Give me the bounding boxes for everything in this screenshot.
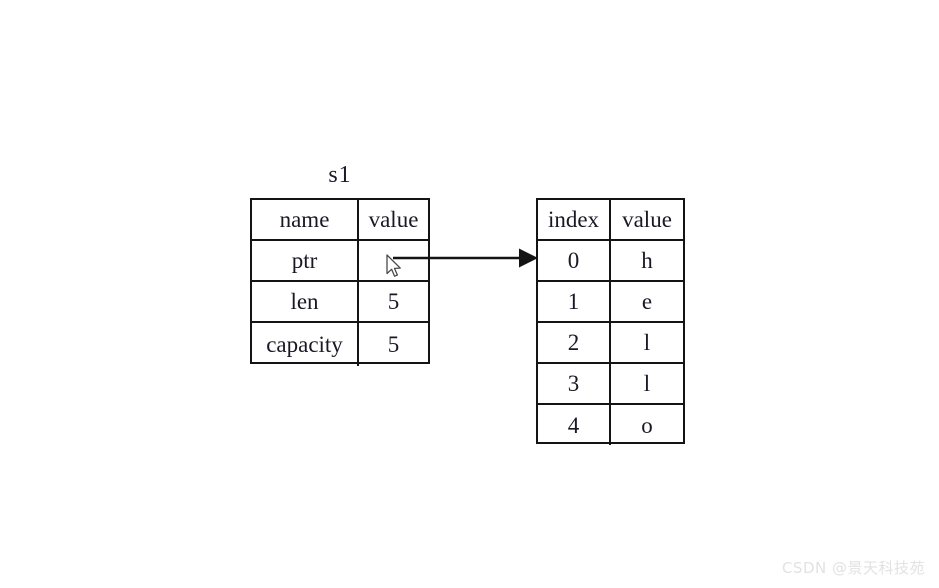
- struct-field-name-ptr: ptr: [252, 241, 359, 280]
- heap-header-row: index value: [538, 200, 683, 241]
- struct-field-name-len: len: [252, 282, 359, 321]
- heap-row-4: 4 o: [538, 405, 683, 445]
- heap-value-2: l: [643, 330, 651, 355]
- struct-label: s1: [328, 162, 352, 188]
- struct-row-ptr: ptr: [252, 241, 428, 282]
- struct-field-value-ptr: [359, 241, 428, 280]
- struct-header-value: value: [368, 207, 419, 232]
- heap-header-index: index: [538, 200, 611, 239]
- heap-header-value: value: [622, 207, 672, 232]
- heap-index-2: 2: [538, 323, 611, 362]
- struct-field-name-capacity: capacity: [252, 323, 359, 366]
- heap-table: index value 0 h 1 e 2 l 3 l 4 o: [536, 198, 685, 445]
- struct-header-row: name value: [252, 200, 428, 241]
- struct-table: name value ptr len 5 capacity 5: [250, 198, 430, 366]
- heap-row-2: 2 l: [538, 323, 683, 364]
- heap-row-1: 1 e: [538, 282, 683, 323]
- heap-index-3: 3: [538, 364, 611, 403]
- struct-row-capacity: capacity 5: [252, 323, 428, 366]
- heap-index-1: 1: [538, 282, 611, 321]
- heap-row-0: 0 h: [538, 241, 683, 282]
- struct-field-value-capacity: 5: [387, 332, 400, 357]
- heap-value-4: o: [641, 412, 653, 438]
- heap-index-4: 4: [538, 405, 611, 445]
- struct-field-value-len: 5: [387, 289, 400, 314]
- heap-row-3: 3 l: [538, 364, 683, 405]
- heap-index-0: 0: [538, 241, 611, 280]
- struct-header-name: name: [252, 200, 359, 239]
- heap-value-1: e: [641, 289, 653, 314]
- struct-row-len: len 5: [252, 282, 428, 323]
- csdn-watermark: CSDN @景天科技苑: [781, 559, 925, 577]
- heap-value-3: l: [643, 371, 651, 396]
- heap-value-0: h: [641, 248, 653, 273]
